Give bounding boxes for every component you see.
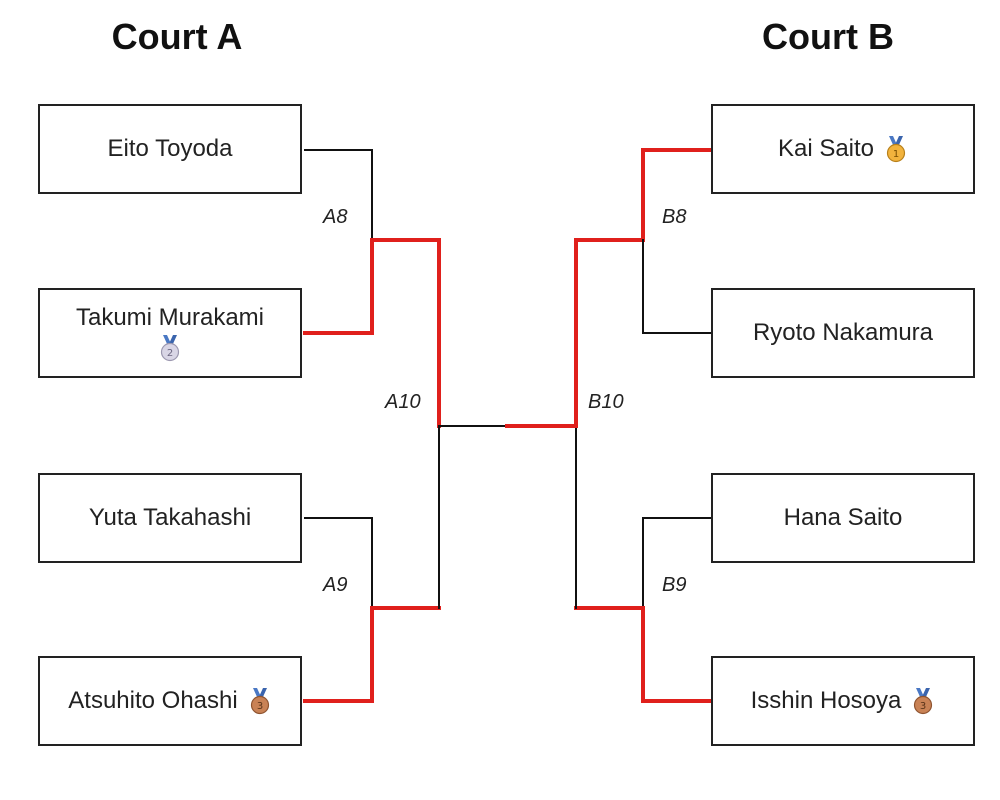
- line-b8-ryoto: [642, 239, 712, 334]
- gold-medal-icon: 1: [886, 136, 906, 163]
- svg-text:1: 1: [893, 149, 899, 160]
- bronze-medal-icon: 3: [250, 688, 269, 715]
- silver-medal-icon: 2: [160, 335, 180, 362]
- player-box-yuta-takahashi: Yuta Takahashi: [38, 473, 302, 563]
- player-box-eito-toyoda: Eito Toyoda: [38, 104, 302, 194]
- svg-text:2: 2: [167, 348, 173, 359]
- svg-text:3: 3: [257, 701, 263, 712]
- bracket-lines: [303, 148, 713, 703]
- player-box-takumi-murakami: Takumi Murakami 2: [38, 288, 302, 378]
- match-label-b9: B9: [662, 574, 687, 596]
- match-label-b10: B10: [588, 391, 624, 413]
- line-a8-takumi-win: [303, 238, 441, 335]
- line-b9-isshin-win: [574, 606, 713, 703]
- match-label-a8: A8: [323, 206, 348, 228]
- player-name: Kai Saito: [777, 135, 875, 162]
- line-b8-kai-win: [574, 148, 713, 242]
- player-box-atsuhito-ohashi: Atsuhito Ohashi 3: [38, 656, 302, 746]
- player-name: Eito Toyoda: [107, 135, 233, 162]
- player-box-kai-saito: Kai Saito 1: [711, 104, 975, 194]
- match-label-b8: B8: [662, 206, 687, 228]
- player-box-isshin-hosoya: Isshin Hosoya 3: [711, 656, 975, 746]
- match-label-a9: A9: [323, 574, 348, 596]
- player-name: Takumi Murakami: [75, 304, 265, 331]
- court-b-title: Court B: [762, 16, 894, 57]
- player-name: Atsuhito Ohashi: [68, 687, 238, 714]
- player-name: Ryoto Nakamura: [752, 319, 934, 346]
- line-a9-yuta: [304, 517, 373, 609]
- match-label-a10: A10: [385, 391, 421, 413]
- player-box-ryoto-nakamura: Ryoto Nakamura: [711, 288, 975, 378]
- court-a-title: Court A: [111, 16, 243, 57]
- svg-text:3: 3: [920, 701, 926, 712]
- line-a8-eito: [304, 149, 373, 241]
- line-b9-hana: [642, 517, 712, 609]
- bronze-medal-icon: 3: [914, 688, 933, 715]
- player-name: Yuta Takahashi: [88, 504, 252, 531]
- player-name: Hana Saito: [783, 504, 903, 531]
- line-a9-atsuhito-win: [303, 606, 441, 703]
- player-box-hana-saito: Hana Saito: [711, 473, 975, 563]
- player-name: Isshin Hosoya: [750, 687, 902, 714]
